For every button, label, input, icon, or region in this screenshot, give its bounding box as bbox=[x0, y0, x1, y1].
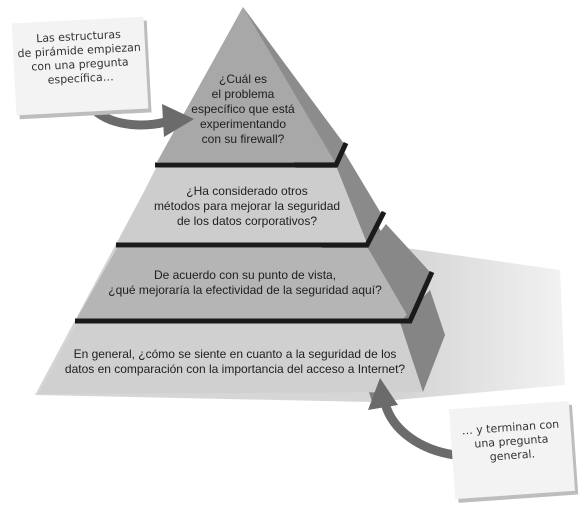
tier-3-question: De acuerdo con su punto de vista, ¿qué m… bbox=[108, 268, 382, 297]
divider-3 bbox=[75, 270, 435, 324]
tier-3-face bbox=[76, 248, 410, 320]
note-bottom: … y terminan con una pregunta general. bbox=[449, 400, 575, 500]
divider-2 bbox=[116, 210, 387, 248]
tier-1-side bbox=[243, 7, 345, 162]
tier-4-face bbox=[38, 322, 423, 394]
tier-4-question: En general, ¿cómo se siente en cuanto a … bbox=[64, 347, 406, 376]
tier-2-side bbox=[337, 150, 382, 243]
tier-2-question: ¿Ha considerado otros métodos para mejor… bbox=[153, 184, 341, 228]
note-top: Las estructuras de pirámide empiezan con… bbox=[11, 16, 149, 116]
tier-2-face bbox=[118, 168, 367, 243]
tier-1-question: ¿Cuál es el problema específico que está… bbox=[191, 72, 295, 146]
arrow-top-head bbox=[162, 104, 194, 137]
arrow-bottom bbox=[380, 398, 460, 460]
tier-1-face bbox=[157, 7, 335, 162]
tier-3-side bbox=[368, 224, 430, 320]
arrow-bottom-head bbox=[368, 378, 398, 410]
divider-1 bbox=[155, 141, 349, 168]
